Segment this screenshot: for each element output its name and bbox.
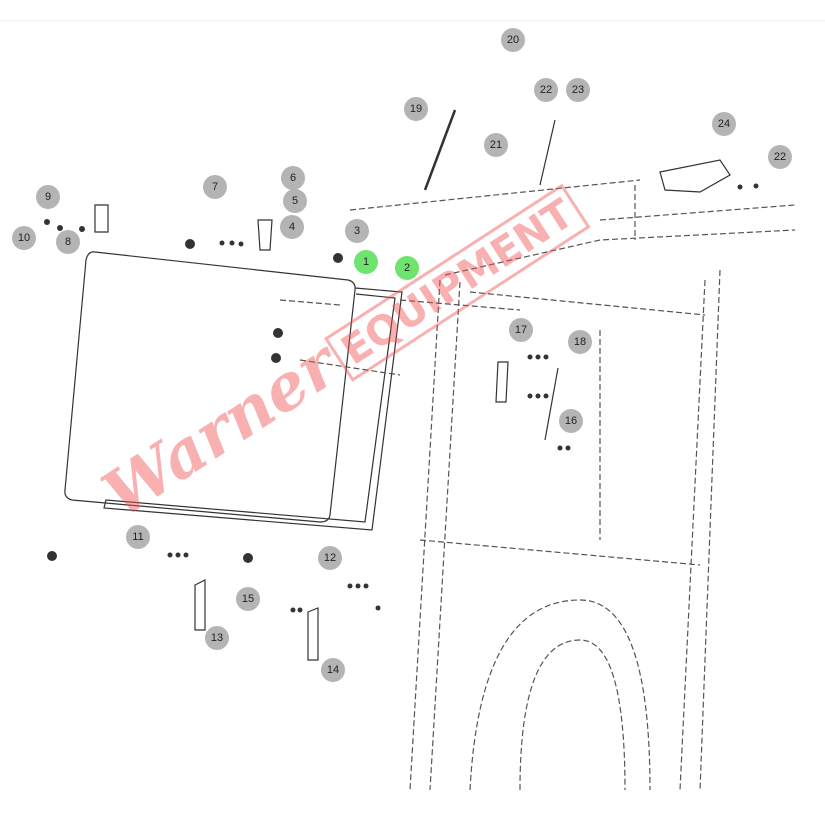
- callout-18[interactable]: 18: [568, 330, 592, 354]
- callout-1[interactable]: 1: [354, 250, 378, 274]
- callout-8[interactable]: 8: [56, 230, 80, 254]
- callout-22-right[interactable]: 22: [768, 145, 792, 169]
- callout-17[interactable]: 17: [509, 318, 533, 342]
- callout-15[interactable]: 15: [236, 587, 260, 611]
- callout-3[interactable]: 3: [345, 219, 369, 243]
- gas-strut-18: [544, 367, 559, 441]
- callout-9[interactable]: 9: [36, 185, 60, 209]
- latch-14: [307, 607, 319, 661]
- latch-13: [194, 579, 206, 631]
- wiper-motor: [659, 159, 731, 193]
- fasteners: [44, 183, 759, 613]
- callout-20[interactable]: 20: [501, 28, 525, 52]
- callout-14[interactable]: 14: [321, 658, 345, 682]
- callout-21[interactable]: 21: [484, 133, 508, 157]
- callout-4[interactable]: 4: [280, 215, 304, 239]
- callout-13[interactable]: 13: [205, 626, 229, 650]
- callout-11[interactable]: 11: [126, 525, 150, 549]
- divider: [0, 20, 825, 21]
- cab-frame: [279, 179, 796, 791]
- wiper-blade: [423, 109, 457, 191]
- callout-10[interactable]: 10: [12, 226, 36, 250]
- window-seal: [103, 287, 403, 531]
- callout-24[interactable]: 24: [712, 112, 736, 136]
- callout-6[interactable]: 6: [281, 166, 305, 190]
- window-glass: [64, 251, 356, 523]
- callout-16[interactable]: 16: [559, 409, 583, 433]
- wiper-arm: [539, 119, 556, 186]
- callout-12[interactable]: 12: [318, 546, 342, 570]
- callout-22[interactable]: 22: [534, 78, 558, 102]
- callout-19[interactable]: 19: [404, 97, 428, 121]
- callout-7[interactable]: 7: [203, 175, 227, 199]
- hinge-bracket: [94, 204, 273, 251]
- callout-2[interactable]: 2: [395, 256, 419, 280]
- callout-5[interactable]: 5: [283, 189, 307, 213]
- callout-23[interactable]: 23: [566, 78, 590, 102]
- bracket-17: [495, 361, 509, 403]
